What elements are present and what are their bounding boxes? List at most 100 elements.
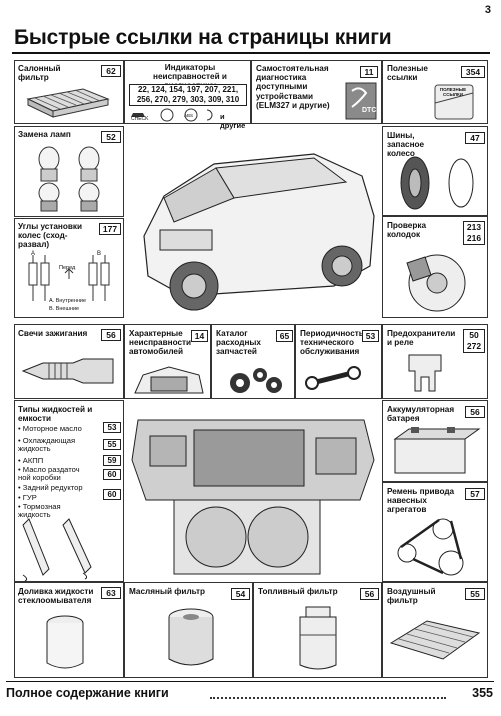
fuses-label: Предохранители и реле [387,329,456,348]
maintenance-box[interactable]: Периодичность технического обслуживания … [295,324,382,399]
fluid-page-akpp[interactable]: 59 [103,455,121,466]
footer-rule [6,681,494,682]
lamps-label: Замена ламп [18,130,71,139]
battery-box[interactable]: Аккумуляторная батарея 56 [382,400,488,482]
washer-reservoir-icon [46,615,84,669]
washer-box[interactable]: Доливка жидкости стеклоомывателя 63 [14,582,124,678]
wrench-icon [305,366,361,390]
plugs-label: Свечи зажигания [18,329,88,338]
tires-box[interactable]: Шины, запасное колесо 47 [382,126,488,216]
fluid-item-brake: • Тормозная жидкость [18,502,61,520]
battery-page[interactable]: 56 [465,406,485,418]
useful-links-box[interactable]: Полезные ссылки 354 ПОЛЕЗНЫЕ ССЫЛКИ [382,60,488,124]
plugs-page[interactable]: 56 [101,329,121,341]
maintenance-label: Периодичность технического обслуживания [300,329,364,357]
gears-icon [230,368,282,393]
fluid-item-text: Тормозная жидкость [18,502,61,520]
alignment-box[interactable]: Углы установки колес (сход-развал) 177 A… [14,218,124,318]
car-faults-page[interactable]: 14 [191,330,208,342]
check-icon-label: CHECK [131,116,149,122]
fuses-page-2: 272 [466,341,482,351]
fluid-page-power-steering[interactable]: 60 [103,489,121,500]
self-diag-page[interactable]: 11 [360,66,378,78]
self-diag-label: Самостоятельная диагностика доступными у… [256,64,330,110]
fuel-filter-label: Топливный фильтр [258,587,338,596]
cabin-filter-page[interactable]: 62 [101,65,121,77]
spark-plug-icon [21,358,114,384]
indicators-pages[interactable]: 22, 124, 154, 197, 207, 221, 256, 270, 2… [129,84,247,106]
pads-page-1: 213 [466,222,482,232]
fluids-box[interactable]: Типы жидкостей и емкости • Моторное масл… [14,400,124,582]
battery-label: Аккумуляторная батарея [387,405,455,424]
catalog-box[interactable]: Каталог расходных запчастей 65 [211,324,295,399]
oil-filter-page[interactable]: 54 [231,588,250,600]
alignment-page[interactable]: 177 [99,223,121,235]
fuses-box[interactable]: Предохранители и реле 50 272 [382,324,488,399]
lamps-page[interactable]: 52 [101,131,121,143]
seatbelt-icon [206,109,213,121]
footer-label[interactable]: Полное содержание книги [6,686,169,700]
fluid-page-engine-oil[interactable]: 53 [103,422,121,433]
lamps-box[interactable]: Замена ламп 52 [14,126,124,217]
maintenance-page[interactable]: 53 [362,330,379,342]
indicators-box[interactable]: Индикаторы неисправностей и диагностика:… [124,60,251,130]
abs-icon-label: ABS [184,113,194,118]
useful-links-label: Полезные ссылки [387,64,428,83]
air-filter-box[interactable]: Воздушный фильтр 55 [382,582,488,678]
air-filter-icon [389,620,481,660]
fluid-page-coolant[interactable]: 55 [103,439,121,450]
catalog-page[interactable]: 65 [276,330,293,342]
alignment-outer-label: B. Внешние [49,306,80,312]
car-faults-box[interactable]: Характерные неисправности автомобилей 14 [124,324,211,399]
pads-pages[interactable]: 213 216 [463,221,485,245]
alignment-label: Углы установки колес (сход-развал) [18,222,83,250]
alignment-mark-a: A [31,251,36,257]
cabin-filter-label: Салонный фильтр [18,64,61,83]
fluid-item-text: Охлаждающая жидкость [18,436,76,454]
oil-filter-box[interactable]: Масляный фильтр 54 [124,582,253,678]
brake-pad-icon [406,254,466,312]
air-filter-page[interactable]: 55 [465,588,485,600]
drive-belt-icon [397,518,464,576]
fuses-pages[interactable]: 50 272 [463,329,485,353]
air-filter-label: Воздушный фильтр [387,587,436,606]
cabin-filter-box[interactable]: Салонный фильтр 62 [14,60,124,124]
fluids-label: Типы жидкостей и емкости [18,405,93,424]
belt-box[interactable]: Ремень привода навесных агрегатов 57 [382,482,488,582]
indicators-others: и другие [220,112,246,130]
fluid-item-rear-diff: • Задний редуктор [18,483,83,492]
indicators-pages-line1: 22, 124, 154, 197, 207, 221, [137,85,239,94]
fuel-filter-page[interactable]: 56 [360,588,379,600]
footer-page[interactable]: 355 [472,686,493,700]
belt-page[interactable]: 57 [465,488,485,500]
fluid-page-transfer-case[interactable]: 60 [103,469,121,480]
fuel-filter-box[interactable]: Топливный фильтр 56 [253,582,382,678]
fluid-bottle-icon [22,518,92,582]
washer-label: Доливка жидкости стеклоомывателя [18,587,94,606]
fluid-item-text: Моторное масло [22,424,82,433]
battery-icon [393,427,481,474]
lamp-bulb-icon [38,146,100,212]
page-number: 3 [484,4,491,16]
alignment-inner-label: A. Внутренние [49,298,87,304]
washer-page[interactable]: 63 [101,587,121,599]
plugs-box[interactable]: Свечи зажигания 56 [14,324,124,399]
title-rule [12,52,490,54]
battery-warning-icon [160,108,174,122]
alignment-diagram-icon [28,255,110,301]
oil-filter-icon [168,608,214,666]
cabin-filter-icon [26,88,110,118]
pads-box[interactable]: Проверка колодок 213 216 [382,216,488,318]
useful-links-badge: ПОЛЕЗНЫЕ ССЫЛКИ [439,87,467,97]
tires-label: Шины, запасное колесо [387,131,425,159]
oil-filter-label: Масляный фильтр [129,587,205,596]
useful-links-badge-icon [434,84,474,120]
alignment-mark-b: B [97,251,102,257]
fuse-icon [408,354,442,392]
self-diag-box[interactable]: Самостоятельная диагностика доступными у… [251,60,382,124]
useful-links-page[interactable]: 354 [461,66,485,78]
diag-connector-icon [345,82,377,120]
fuses-page-1: 50 [469,330,479,340]
engine-check-icon [131,113,145,117]
tires-page[interactable]: 47 [465,132,485,144]
